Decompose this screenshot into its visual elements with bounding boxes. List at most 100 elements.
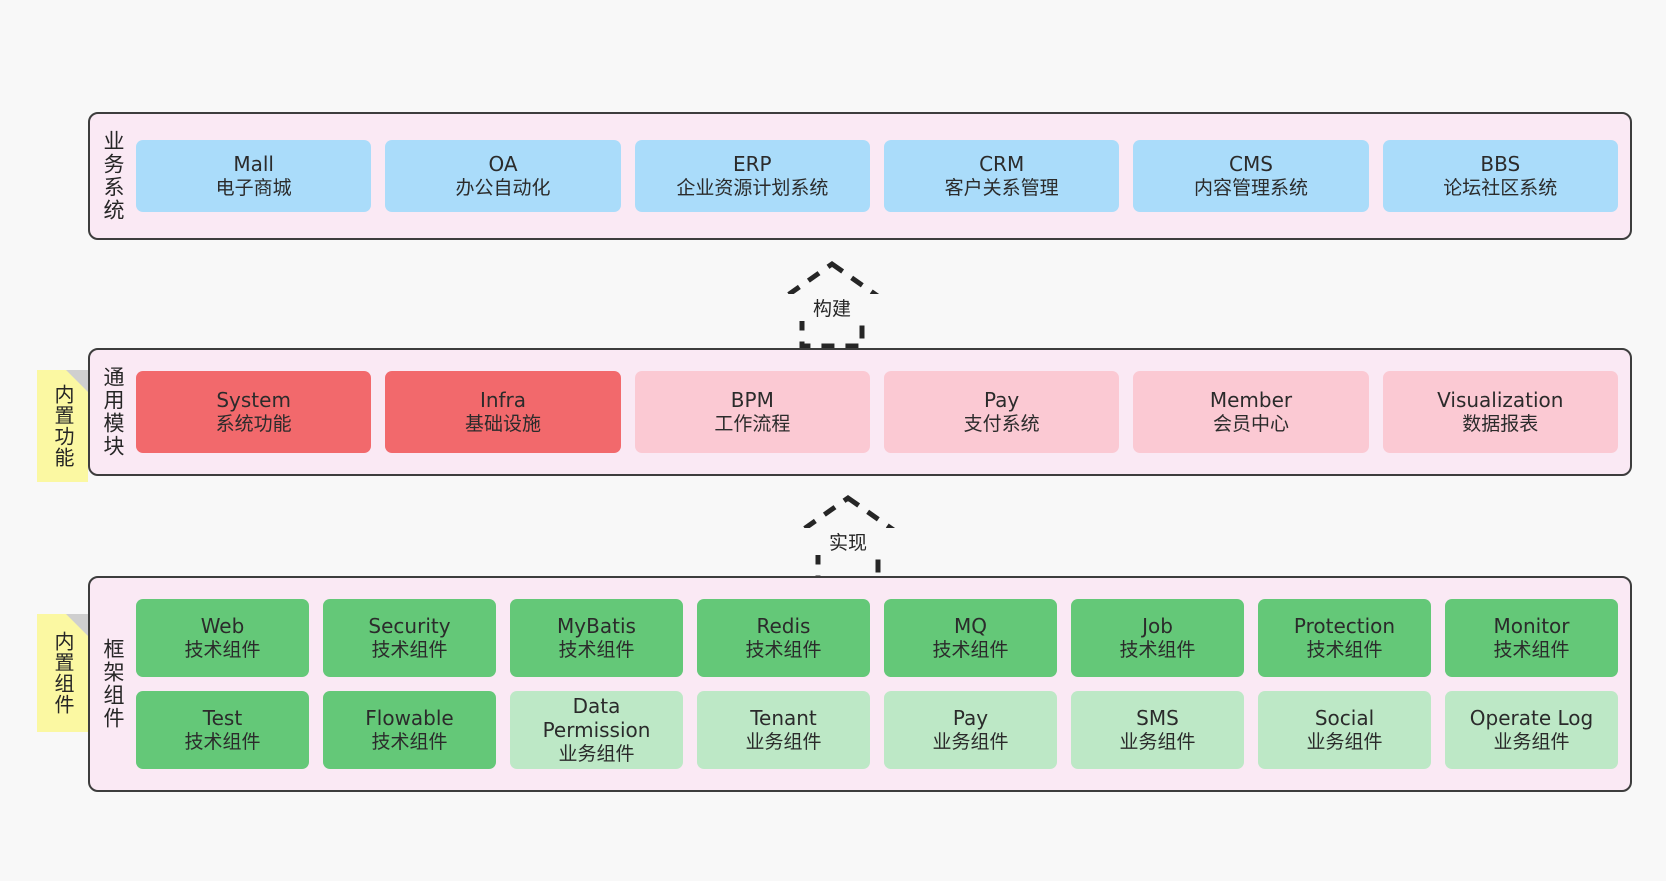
component-card-title: Security <box>368 614 451 639</box>
module-card-subtitle: 基础设施 <box>464 412 541 435</box>
module-card-subtitle: 会员中心 <box>1212 412 1289 435</box>
module-card-title: OA <box>488 152 518 177</box>
component-card-title: Operate Log <box>1469 706 1594 731</box>
module-card-oa[interactable]: OA 办公自动化 <box>385 140 621 212</box>
component-card-monitor[interactable]: Monitor 技术组件 <box>1445 599 1618 677</box>
sticky-note-builtin-features: 内置功能 <box>37 370 88 482</box>
component-card-protection[interactable]: Protection 技术组件 <box>1258 599 1431 677</box>
layer-row: Mall 电子商城 OA 办公自动化 ERP 企业资源计划系统 CRM 客户关系… <box>136 140 1618 212</box>
page-fold-icon <box>66 614 88 636</box>
component-card-title: MQ <box>954 614 987 639</box>
module-card-subtitle: 客户关系管理 <box>944 176 1059 199</box>
layer-row: System 系统功能 Infra 基础设施 BPM 工作流程 Pay 支付系统… <box>136 371 1618 453</box>
component-card-redis[interactable]: Redis 技术组件 <box>697 599 870 677</box>
module-card-visualization[interactable]: Visualization 数据报表 <box>1382 371 1618 453</box>
component-card-title: Pay <box>952 706 989 731</box>
module-card-member[interactable]: Member 会员中心 <box>1133 371 1369 453</box>
module-card-subtitle: 办公自动化 <box>455 176 551 199</box>
component-card-web[interactable]: Web 技术组件 <box>136 599 309 677</box>
component-card-mq[interactable]: MQ 技术组件 <box>884 599 1057 677</box>
module-card-title: CMS <box>1229 152 1273 177</box>
component-card-title: SMS <box>1136 706 1179 731</box>
component-card-title: Data Permission <box>542 694 651 743</box>
module-card-cms[interactable]: CMS 内容管理系统 <box>1133 140 1369 212</box>
layer-framework-components: 框架组件 Web 技术组件 Security 技术组件 MyBatis 技术组件… <box>88 576 1632 792</box>
module-card-title: Mall <box>233 152 274 177</box>
module-card-pay[interactable]: Pay 支付系统 <box>883 371 1120 453</box>
layer-row: Web 技术组件 Security 技术组件 MyBatis 技术组件 Redi… <box>136 599 1618 677</box>
component-card-title: Protection <box>1293 614 1396 639</box>
module-card-subtitle: 支付系统 <box>963 412 1040 435</box>
component-card-subtitle: 业务组件 <box>1493 730 1570 753</box>
component-card-tenant[interactable]: Tenant 业务组件 <box>697 691 870 769</box>
sticky-note-builtin-components: 内置组件 <box>37 614 88 732</box>
module-card-title: Member <box>1209 388 1293 413</box>
module-card-title: Infra <box>479 388 527 413</box>
component-card-title: Monitor <box>1493 614 1570 639</box>
module-card-erp[interactable]: ERP 企业资源计划系统 <box>634 140 870 212</box>
module-card-subtitle: 工作流程 <box>714 412 791 435</box>
module-card-system[interactable]: System 系统功能 <box>136 371 372 453</box>
layer-body-common-modules: System 系统功能 Infra 基础设施 BPM 工作流程 Pay 支付系统… <box>136 350 1630 474</box>
module-card-title: BPM <box>730 388 774 413</box>
arrow-implement: 实现 <box>766 492 930 584</box>
arrow-build-label: 构建 <box>752 294 912 321</box>
component-card-subtitle: 技术组件 <box>184 638 261 661</box>
component-card-subtitle: 技术组件 <box>1306 638 1383 661</box>
component-card-test[interactable]: Test 技术组件 <box>136 691 309 769</box>
component-card-title: Test <box>202 706 243 731</box>
module-card-bbs[interactable]: BBS 论坛社区系统 <box>1382 140 1618 212</box>
component-card-subtitle: 业务组件 <box>558 742 635 765</box>
component-card-subtitle: 业务组件 <box>1119 730 1196 753</box>
sticky-note-label: 内置组件 <box>51 631 75 715</box>
component-card-job[interactable]: Job 技术组件 <box>1071 599 1244 677</box>
module-card-mall[interactable]: Mall 电子商城 <box>136 140 372 212</box>
component-card-operate-log[interactable]: Operate Log 业务组件 <box>1445 691 1618 769</box>
arrow-implement-label: 实现 <box>768 528 928 555</box>
module-card-title: Pay <box>984 388 1020 413</box>
layer-label-framework-components: 框架组件 <box>101 638 126 730</box>
layer-body-business-systems: Mall 电子商城 OA 办公自动化 ERP 企业资源计划系统 CRM 客户关系… <box>136 114 1630 238</box>
component-card-title: Social <box>1314 706 1375 731</box>
module-card-title: System <box>216 388 291 413</box>
component-card-subtitle: 业务组件 <box>1306 730 1383 753</box>
module-card-title: BBS <box>1480 152 1521 177</box>
module-card-infra[interactable]: Infra 基础设施 <box>385 371 621 453</box>
layer-business-systems: 业务系统 Mall 电子商城 OA 办公自动化 ERP 企业资源计划系统 CRM… <box>88 112 1632 240</box>
layer-row: Test 技术组件 Flowable 技术组件 Data Permission … <box>136 691 1618 769</box>
component-card-security[interactable]: Security 技术组件 <box>323 599 496 677</box>
component-card-title: MyBatis <box>557 614 636 639</box>
component-card-subtitle: 技术组件 <box>371 730 448 753</box>
layer-common-modules: 通用模块 System 系统功能 Infra 基础设施 BPM 工作流程 Pay… <box>88 348 1632 476</box>
module-card-subtitle: 电子商城 <box>215 176 292 199</box>
module-card-subtitle: 企业资源计划系统 <box>676 176 829 199</box>
page-fold-icon <box>66 370 88 392</box>
arrow-build: 构建 <box>750 258 914 350</box>
component-card-title: Tenant <box>750 706 817 731</box>
component-card-social[interactable]: Social 业务组件 <box>1258 691 1431 769</box>
component-card-data-permission[interactable]: Data Permission 业务组件 <box>510 691 683 769</box>
sticky-note-label: 内置功能 <box>51 384 75 468</box>
component-card-subtitle: 技术组件 <box>558 638 635 661</box>
component-card-subtitle: 技术组件 <box>1119 638 1196 661</box>
module-card-subtitle: 系统功能 <box>215 412 292 435</box>
layer-label-business-systems: 业务系统 <box>101 130 126 222</box>
component-card-subtitle: 业务组件 <box>932 730 1009 753</box>
component-card-subtitle: 技术组件 <box>932 638 1009 661</box>
module-card-bpm[interactable]: BPM 工作流程 <box>634 371 870 453</box>
component-card-title: Flowable <box>365 706 454 731</box>
component-card-sms[interactable]: SMS 业务组件 <box>1071 691 1244 769</box>
module-card-title: Visualization <box>1437 388 1564 413</box>
component-card-title: Web <box>200 614 245 639</box>
layer-body-framework-components: Web 技术组件 Security 技术组件 MyBatis 技术组件 Redi… <box>136 578 1630 790</box>
module-card-title: CRM <box>979 152 1025 177</box>
component-card-pay[interactable]: Pay 业务组件 <box>884 691 1057 769</box>
module-card-subtitle: 数据报表 <box>1462 412 1539 435</box>
component-card-subtitle: 技术组件 <box>745 638 822 661</box>
component-card-flowable[interactable]: Flowable 技术组件 <box>323 691 496 769</box>
component-card-title: Job <box>1142 614 1173 639</box>
component-card-mybatis[interactable]: MyBatis 技术组件 <box>510 599 683 677</box>
component-card-subtitle: 技术组件 <box>371 638 448 661</box>
component-card-subtitle: 业务组件 <box>745 730 822 753</box>
module-card-crm[interactable]: CRM 客户关系管理 <box>883 140 1120 212</box>
